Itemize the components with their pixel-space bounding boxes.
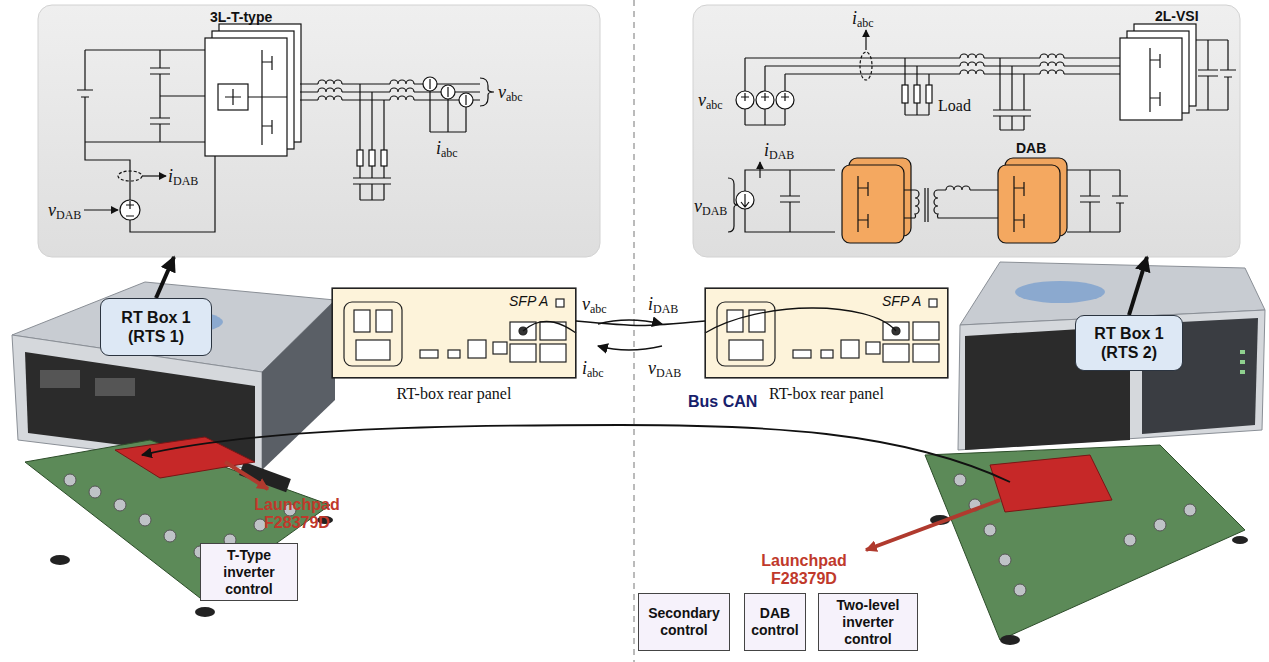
node-text: RT-box rear panel	[333, 385, 575, 403]
node-text: 3L-T-type	[210, 9, 272, 25]
part-label: Load	[938, 96, 971, 116]
node-text: RT Box 1 (RTS 1)	[107, 308, 205, 346]
signal-label: iDAB	[168, 166, 198, 186]
connector	[156, 257, 174, 298]
signal-label: vDAB	[648, 358, 681, 378]
signal-label: iabc	[436, 138, 458, 158]
part-label: DAB	[1016, 138, 1046, 158]
board-label: Launchpad F28379D	[238, 496, 356, 532]
signal-label: iDAB	[648, 294, 678, 314]
callout-box: RT Box 1 (RTS 2)	[1075, 315, 1183, 371]
connector	[576, 321, 705, 326]
signal-label: vabc	[498, 82, 523, 102]
circuit-panel: 2L-VSI	[693, 5, 1240, 257]
signal-label: iabc	[852, 8, 874, 28]
node-text: RT Box 1 (RTS 2)	[1082, 324, 1176, 362]
node-text: SFP A	[882, 293, 921, 309]
callout-box: RT Box 1 (RTS 1)	[100, 298, 212, 356]
node-text: 2L-VSI	[1155, 8, 1199, 24]
signal-label: vDAB	[694, 196, 727, 216]
control-box: DAB control	[744, 593, 806, 651]
signal-label: vabc	[698, 90, 723, 110]
board-label: Launchpad F28379D	[745, 552, 863, 588]
control-box: T-Type inverter control	[200, 543, 298, 601]
rear-panel: SFP ART-box rear panel	[705, 288, 948, 378]
signal-label: iabc	[582, 358, 604, 378]
node-text: DAB control	[749, 605, 801, 639]
node-text: T-Type inverter control	[205, 547, 293, 597]
node-text: Secondary control	[643, 605, 725, 639]
connector	[1129, 257, 1147, 315]
signal-label: vDAB	[48, 200, 81, 220]
node-text: Two-level inverter control	[823, 597, 913, 647]
control-box: Secondary control	[638, 593, 730, 651]
control-box: Two-level inverter control	[818, 593, 918, 651]
signal-label: iDAB	[764, 140, 794, 160]
circuit-panel: 3L-T-type	[38, 5, 600, 257]
rear-panel: SFP ART-box rear panel	[332, 288, 576, 378]
signal-label: vabc	[582, 294, 607, 314]
node-text: SFP A	[509, 293, 548, 309]
bus-label: Bus CAN	[688, 392, 757, 412]
